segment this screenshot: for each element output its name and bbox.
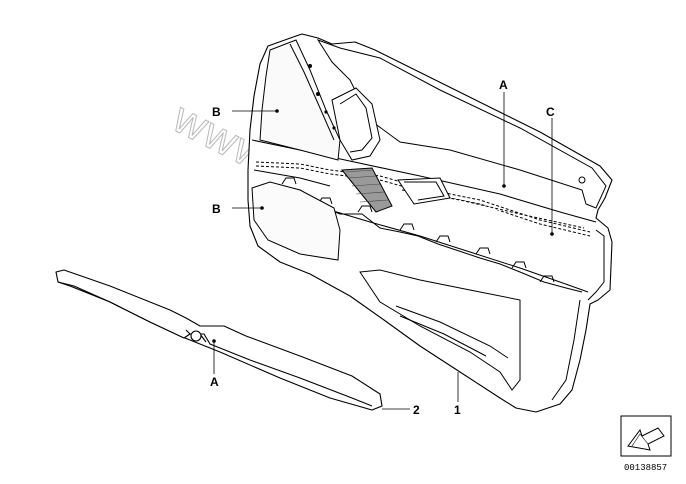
- label-c: C: [546, 105, 555, 119]
- upper-insert-b: [259, 39, 341, 161]
- lower-insert-b: [251, 181, 341, 261]
- armrest-strip-part-2: [55, 269, 383, 411]
- label-part-2: 2: [413, 403, 420, 417]
- label-b-upper: B: [212, 105, 221, 119]
- clip-dots: [308, 64, 586, 184]
- label-a-lower: A: [210, 375, 219, 389]
- leader-lines: [212, 92, 554, 410]
- label-part-1: 1: [454, 403, 461, 417]
- handle-recess: [331, 87, 451, 205]
- label-b-lower: B: [212, 202, 221, 216]
- reference-number: 00138857: [624, 463, 667, 473]
- speaker-grille: [341, 167, 393, 213]
- label-a-upper: A: [499, 78, 508, 92]
- direction-arrow-icon: [620, 415, 672, 457]
